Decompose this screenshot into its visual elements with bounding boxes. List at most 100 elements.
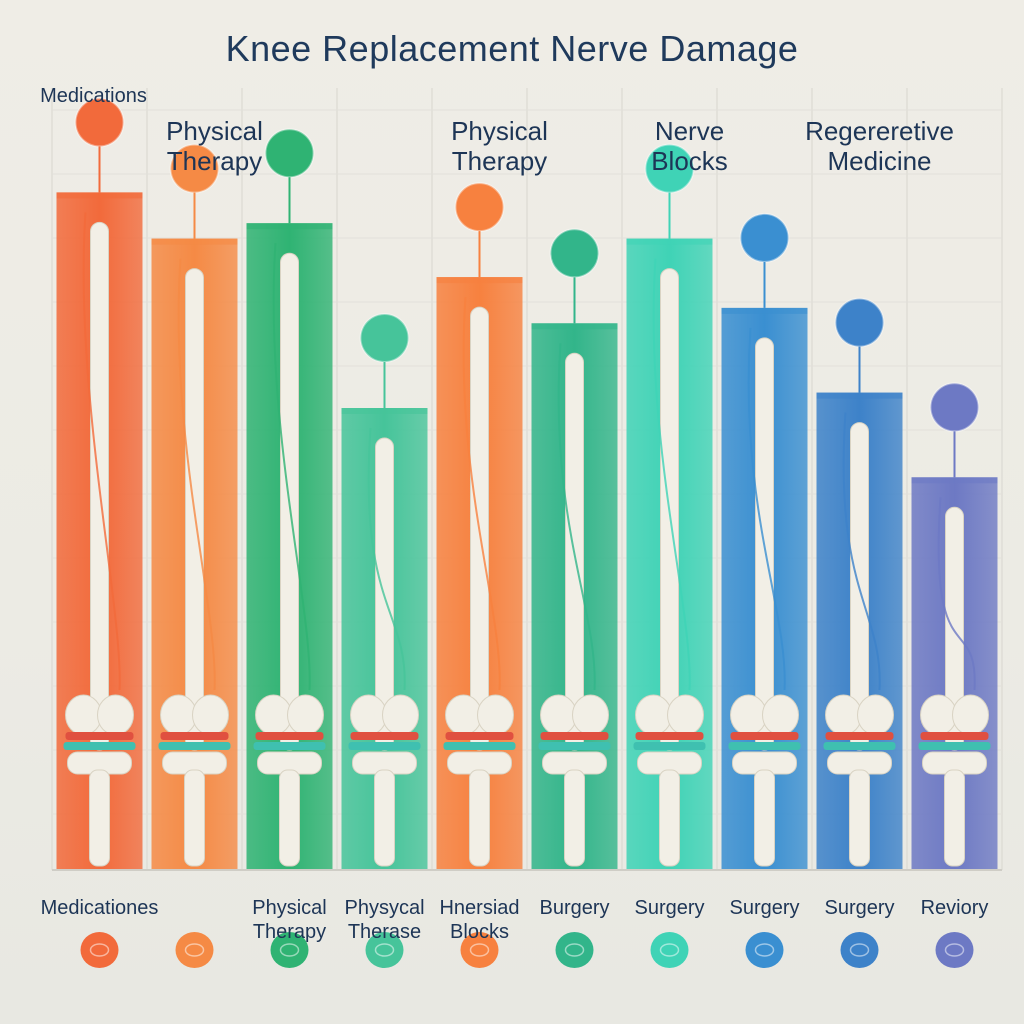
joint-line — [160, 732, 229, 740]
bar-cap — [246, 223, 333, 230]
joint-line — [350, 732, 419, 740]
pill-icon — [359, 313, 410, 363]
femur-condyle — [952, 694, 989, 736]
pill-mark — [184, 943, 205, 957]
nerve-line — [557, 343, 596, 691]
pill-mark — [374, 943, 395, 957]
nerve-line — [367, 427, 406, 691]
bottom-pill-icon — [460, 932, 499, 968]
joint-line — [825, 732, 894, 740]
bar-cap — [816, 392, 903, 399]
bottom-pill-icon — [935, 932, 974, 968]
femur-condyle — [572, 694, 609, 736]
bottom-pill-icon — [555, 932, 594, 968]
joint-spacer — [538, 742, 611, 750]
joint-spacer — [728, 742, 801, 750]
femur-condyle — [65, 694, 102, 736]
pill-icon — [929, 382, 980, 433]
bar-cap — [911, 477, 998, 484]
tibia-shaft — [564, 769, 585, 867]
nerve-line — [747, 327, 786, 691]
joint-line — [540, 732, 609, 740]
joint-line — [635, 732, 704, 740]
joint-spacer — [253, 742, 326, 750]
pill-mark — [849, 943, 870, 957]
joint-line — [255, 732, 324, 740]
femur-condyle — [382, 694, 419, 736]
bar-cap — [341, 408, 428, 414]
joint-spacer — [348, 742, 421, 750]
bar-cap — [56, 192, 143, 199]
bottom-pill-icon — [175, 932, 214, 968]
joint-spacer — [443, 742, 516, 750]
bar-cap — [151, 238, 238, 245]
nerve-line — [272, 243, 311, 691]
nerve-line — [82, 212, 121, 691]
pill-mark — [754, 943, 775, 957]
nerve-line — [177, 258, 216, 691]
tibia-shaft — [944, 769, 965, 867]
joint-spacer — [63, 742, 136, 750]
femur-condyle — [97, 694, 134, 736]
nerve-line — [462, 297, 501, 691]
tibia-shaft — [184, 769, 205, 867]
category-label: Burgery — [539, 897, 609, 919]
bottom-pill-icon — [270, 932, 309, 968]
category-label: Surgery — [634, 897, 704, 919]
nerve-line — [842, 412, 881, 691]
pill-mark — [89, 943, 110, 957]
femur-condyle — [477, 694, 514, 736]
femur-condyle — [667, 694, 704, 736]
femur-condyle — [730, 694, 767, 736]
category-label: Reviory — [921, 897, 989, 919]
bar-cap — [721, 307, 808, 314]
pill-icon — [739, 212, 790, 263]
bar-cap — [626, 238, 713, 245]
bottom-pill-icon — [745, 932, 784, 968]
bottom-pill-icon — [650, 932, 689, 968]
tibia-shaft — [849, 769, 870, 867]
femur-condyle — [762, 694, 799, 736]
pill-icon — [549, 228, 600, 279]
pill-icon — [454, 182, 505, 233]
femur-condyle — [445, 694, 482, 736]
joint-line — [730, 732, 799, 740]
tibia-shaft — [754, 769, 775, 867]
top-label: Medications — [40, 85, 147, 107]
tibia-shaft — [89, 769, 110, 867]
category-label: Medicationes — [41, 897, 159, 919]
bottom-pill-icon — [80, 932, 119, 968]
joint-line — [445, 732, 514, 740]
pill-mark — [279, 943, 300, 957]
nerve-line — [652, 258, 691, 691]
nerve-line — [937, 497, 976, 691]
femur-condyle — [635, 694, 672, 736]
pill-mark — [564, 943, 585, 957]
joint-line — [65, 732, 134, 740]
femur-condyle — [540, 694, 577, 736]
tibia-shaft — [659, 769, 680, 867]
joint-spacer — [918, 742, 991, 750]
bottom-pill-icon — [365, 932, 404, 968]
bar-cap — [531, 323, 618, 330]
femur-condyle — [920, 694, 957, 736]
femur-condyle — [857, 694, 894, 736]
bar-cap — [436, 277, 523, 284]
femur-condyle — [350, 694, 387, 736]
pill-mark — [469, 943, 490, 957]
joint-spacer — [823, 742, 896, 750]
tibia-shaft — [469, 769, 490, 867]
pill-mark — [944, 943, 965, 957]
femur-condyle — [825, 694, 862, 736]
joint-spacer — [633, 742, 706, 750]
bottom-pill-icon — [840, 932, 879, 968]
femur-condyle — [160, 694, 197, 736]
tibia-shaft — [279, 769, 300, 867]
pill-icon — [834, 297, 885, 348]
femur-condyle — [255, 694, 292, 736]
